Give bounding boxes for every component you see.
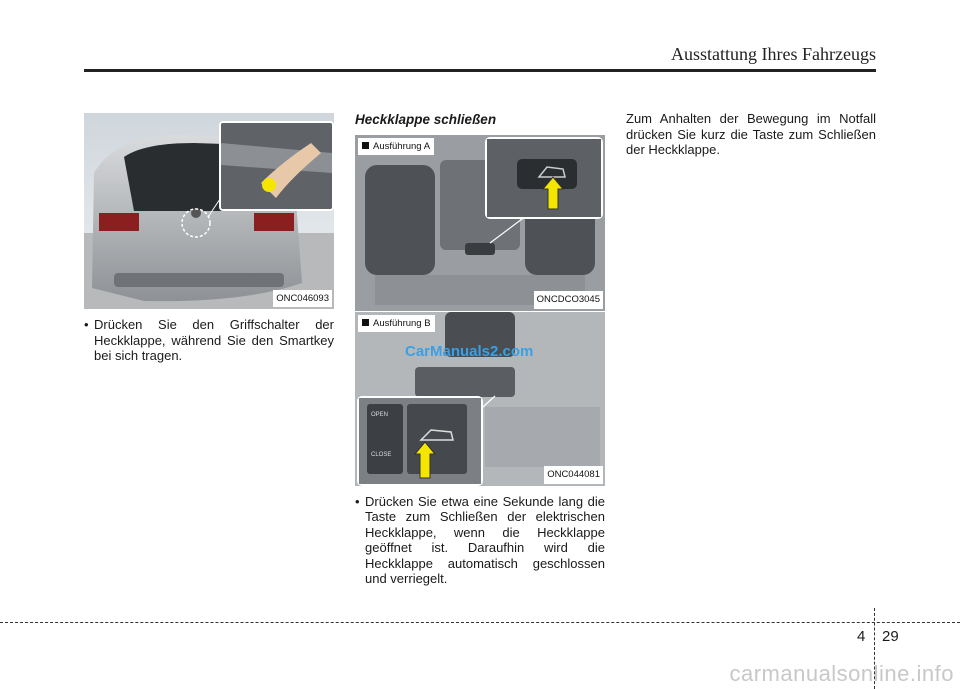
- page-number: 29: [882, 628, 899, 645]
- bullet-marker: •: [84, 317, 89, 332]
- right-column: Zum Anhalten der Bewegung im Notfall drü…: [626, 111, 876, 158]
- open-button-label: OPEN: [371, 411, 389, 418]
- section-heading: Heckklappe schließen: [355, 112, 497, 127]
- tailgate-handle-photo: ONC046093: [84, 113, 334, 309]
- tailgate-button-zoom-a: [487, 138, 601, 217]
- body-paragraph: Zum Anhalten der Bewegung im Notfall drü…: [626, 111, 876, 157]
- header-rule: [84, 69, 876, 72]
- button-inset-b: OPEN CLOSE: [357, 395, 483, 486]
- hand-pressing-handle-illustration: [221, 123, 332, 209]
- variant-a-label: Ausführung A: [358, 137, 435, 155]
- bullet-item: • Drücken Sie etwa eine Sekunde lang die …: [355, 494, 605, 587]
- bullet-text: Drücken Sie etwa eine Sekunde lang die T…: [365, 493, 605, 587]
- handle-inset: [219, 121, 334, 211]
- bullet-marker: •: [355, 493, 360, 509]
- bullet-item: • Drücken Sie den Griffschalter der Heckk…: [84, 317, 334, 364]
- footer-rule: [0, 622, 960, 623]
- variant-a-text: Ausführung A: [373, 140, 431, 152]
- image-code-label: ONCDCO3045: [533, 291, 603, 309]
- middle-column: Heckklappe schließen Ausführung A ONCDCO…: [355, 112, 605, 587]
- left-column: ONC046093 • Drücken Sie den Griffschalter…: [84, 113, 334, 364]
- switch-photo-variant-b: Ausführung B CarManuals2.com OPEN CLOSE …: [355, 311, 605, 486]
- switch-photo-variant-a: Ausführung A ONCDCO3045: [355, 134, 605, 311]
- image-code-label: ONC044081: [544, 466, 603, 484]
- close-button-label: CLOSE: [371, 451, 392, 458]
- bullet-text: Drücken Sie den Griffschalter der Heckkl…: [94, 317, 334, 363]
- variant-b-text: Ausführung B: [373, 317, 431, 329]
- square-bullet-icon: [362, 318, 369, 326]
- tailgate-button-zoom-b: [359, 397, 481, 484]
- button-inset-a: [485, 136, 603, 219]
- footer-divider: [874, 608, 875, 689]
- page-header-title: Ausstattung Ihres Fahrzeugs: [671, 44, 876, 64]
- watermark-site: carmanualsonline.info: [729, 661, 954, 686]
- chapter-number: 4: [857, 628, 866, 645]
- variant-b-label: Ausführung B: [358, 314, 435, 332]
- image-code-label: ONC046093: [273, 289, 332, 307]
- watermark-carmanuals2: CarManuals2.com: [405, 342, 534, 360]
- square-bullet-icon: [362, 141, 369, 149]
